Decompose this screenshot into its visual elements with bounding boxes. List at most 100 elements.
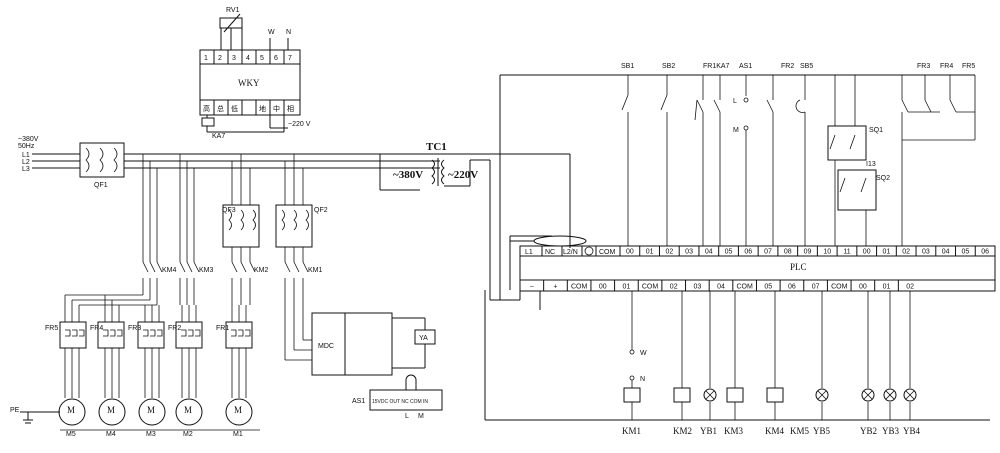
plc-bottom-terminal-9: COM [736,284,753,291]
input-fr1ka7-label: FR1KA7 [703,63,730,70]
mdc-section: MDC YA AS1 15VDC OUT NC COM IN L M [311,312,443,420]
plc-bottom-terminal-7: 03 [693,284,701,291]
input-fr4-label: FR4 [940,63,953,70]
fr2-label: FR2 [168,325,181,332]
wky-terminal-4: 4 [246,55,250,62]
wky-bottom-7: 相 [287,104,294,113]
fr3-label: FR3 [128,325,141,332]
plc-top-terminal-9: 09 [804,249,812,256]
plc-top-terminal-8: 08 [784,249,792,256]
tc1-primary-voltage: ~380V [393,169,423,181]
wky-bottom-1: 高 [203,104,210,113]
fr5-label: FR5 [45,325,58,332]
power-supply: ~380V 50Hz L1 L2 L3 QF1 [18,136,440,191]
transformer-tc1: TC1 ~380V ~220V [393,141,571,300]
plc-bottom-terminal-4: 01 [623,284,631,291]
wky-terminal-7: 7 [288,55,292,62]
as1-m-label: M [418,413,424,420]
motor-m1 [225,398,253,426]
plc-bottom-terminal-3: 00 [599,284,607,291]
ka7-label: KA7 [212,133,225,140]
lamp-yb5 [815,388,829,402]
contactor-km2-label: KM2 [254,267,269,274]
lamp-yb3 [883,388,897,402]
output-km4-label: KM4 [765,426,785,436]
plc-top-terminal-16: 04 [942,249,950,256]
mdc-label: MDC [318,343,334,350]
plc-inputs: SB1 SB2 FR1KA7 AS1 FR2 SB5 FR3 FR4 FR5 [499,63,976,300]
plc-top-terminal-15: 03 [922,249,930,256]
wky-bottom-6: 中 [273,104,280,113]
motor-m3 [138,398,166,426]
wky-terminal-5: 5 [260,55,264,62]
output-yb5-label: YB5 [813,426,831,436]
tc1-secondary-voltage: ~220V [448,169,478,181]
plc-label: PLC [790,262,807,272]
wky-w-label: W [268,29,275,36]
lamp-yb1 [703,388,717,402]
fr3-relay [137,321,165,349]
supply-voltage-label: ~380V [18,136,39,143]
wky-terminal-1: 1 [204,55,208,62]
km1-coil [623,387,641,403]
plc-top-nc: NC [545,249,555,256]
plc-outputs: W N KM1 KM2 YB1 KM3 KM4 KM5 YB5 YB2 YB3 … [484,290,990,436]
plc-bottom-terminal-16: 02 [906,284,914,291]
as1-l-label: L [405,413,409,420]
rv1-label: RV1 [226,7,240,14]
plc-sensor-loop [533,235,587,247]
output-n-label: N [640,376,645,383]
output-yb4-label: YB4 [903,426,921,436]
km2-coil [673,387,691,403]
output-km2-label: KM2 [673,426,692,436]
input-fr3-label: FR3 [917,63,930,70]
sq2-label: SQ2 [876,175,890,182]
motor-m4-label: M4 [106,431,116,438]
qf3-label: QF3 [222,207,236,214]
plc-top-terminal-17: 05 [961,249,969,256]
plc-bottom-terminal-8: 04 [717,284,725,291]
wky-title: WKY [238,78,260,88]
output-yb1-label: YB1 [700,426,717,436]
plc-bottom-terminal-14: 00 [859,284,867,291]
lamp-yb2 [861,388,875,402]
ya-label: YA [419,335,428,342]
plc-bottom-terminal-6: 02 [670,284,678,291]
pe-label: PE [10,407,20,414]
motor-m2-label: M2 [183,431,193,438]
motor-m3-label: M3 [146,431,156,438]
motor-m5-label: M5 [66,431,76,438]
wky-box [199,49,301,116]
plc-top-terminal-5: 05 [725,249,733,256]
qf2-breaker [275,204,313,248]
input-sb1-label: SB1 [621,63,634,70]
motor-m1-label: M1 [233,431,243,438]
plc-top-terminal-2: 02 [665,249,673,256]
motor-m5-symbol: M [67,405,75,415]
plc-top-terminal-1: 01 [646,249,654,256]
output-yb3-label: YB3 [882,426,900,436]
km4-coil [766,387,784,403]
output-km1-label: KM1 [622,426,641,436]
motor-m1-symbol: M [234,405,242,415]
fr5-relay [59,321,87,349]
tc1-secondary-coil [441,159,445,185]
sq1-switch [827,125,867,161]
supply-phase-l2: L2 [22,159,30,166]
km3-coil [726,387,744,403]
fr4-label: FR4 [90,325,103,332]
motors: M M M M M M5 M4 M3 M2 M1 PE [10,398,260,438]
input-as1-l-label: L [733,98,737,105]
breakers: QF3 QF2 [222,154,328,262]
input-as1-m-label: M [733,127,739,134]
plc-top-terminal-11: 11 [843,249,850,256]
plc-top-terminal-4: 04 [705,249,713,256]
ka7-coil [201,117,215,127]
contactor-km4-label: KM4 [162,267,177,274]
output-km3-label: KM3 [724,426,744,436]
contactor-km3-label: KM3 [199,267,214,274]
plc-bottom-terminal-2: COM [571,284,588,291]
plc-top-l2n: L2/N [563,249,578,256]
plc-top-terminal-10: 10 [823,249,831,256]
supply-phase-l3: L3 [22,166,30,173]
